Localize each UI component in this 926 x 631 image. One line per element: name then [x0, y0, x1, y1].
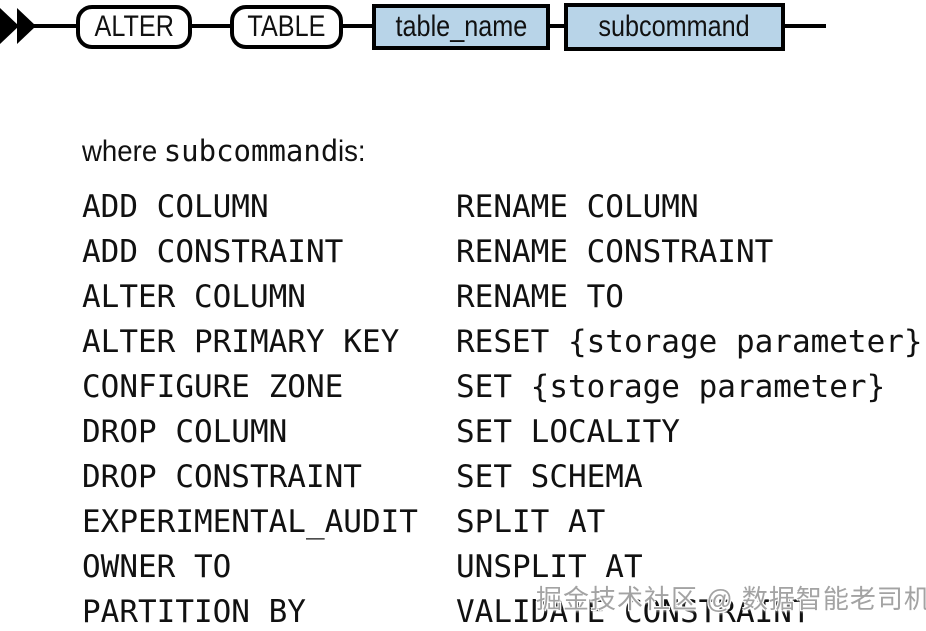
subcommand-item: CONFIGURE ZONE [82, 369, 344, 405]
subcommand-item: ADD COLUMN [82, 189, 269, 225]
watermark: 掘金技术社区 @ 数据智能老司机 [536, 584, 926, 614]
variable-box-table-name: table_name [372, 4, 550, 50]
subcommand-item: PARTITION BY [82, 594, 306, 630]
subcommand-item: SET {storage parameter} [456, 369, 886, 405]
start-double-arrow-icon [0, 8, 36, 44]
subcommand-item: RENAME COLUMN [456, 189, 699, 225]
subcommand-item: ALTER PRIMARY KEY [82, 324, 400, 360]
keyword-label: ALTER [94, 10, 174, 43]
subcommand-item: EXPERIMENTAL_AUDIT [82, 504, 418, 540]
subcommand-item: VALIDATE CONSTRAINT [456, 594, 811, 630]
keyword-label: TABLE [247, 10, 326, 43]
subcommand-item: RESET {storage parameter} [456, 324, 923, 360]
intro-prefix: where [82, 135, 158, 168]
subcommand-item: SPLIT AT [456, 504, 606, 540]
subcommand-item: RENAME CONSTRAINT [456, 234, 774, 270]
subcommand-item: DROP COLUMN [82, 414, 288, 450]
subcommand-item: OWNER TO [82, 549, 232, 585]
subcommand-item: SET LOCALITY [456, 414, 680, 450]
subcommand-item: RENAME TO [456, 279, 624, 315]
subcommand-item: ALTER COLUMN [82, 279, 306, 315]
intro-code-term: subcommand [163, 134, 339, 168]
variable-label: subcommand [598, 10, 751, 43]
subcommand-item: DROP CONSTRAINT [82, 459, 362, 495]
subcommand-item: SET SCHEMA [456, 459, 643, 495]
variable-box-subcommand: subcommand [564, 3, 785, 51]
variable-label: table_name [395, 10, 527, 43]
subcommand-item: ADD CONSTRAINT [82, 234, 344, 270]
intro-suffix: is: [338, 135, 366, 168]
keyword-box-alter: ALTER [76, 5, 192, 49]
subcommand-item: UNSPLIT AT [456, 549, 643, 585]
intro-line: where subcommand is: [82, 133, 368, 170]
railroad-diagram: ALTER TABLE table_name subcommand [0, 0, 926, 60]
keyword-box-table: TABLE [230, 5, 343, 49]
subcommand-column-left: ADD COLUMN ADD CONSTRAINT ALTER COLUMN A… [82, 185, 418, 631]
subcommand-column-right: RENAME COLUMN RENAME CONSTRAINT RENAME T… [456, 185, 923, 631]
